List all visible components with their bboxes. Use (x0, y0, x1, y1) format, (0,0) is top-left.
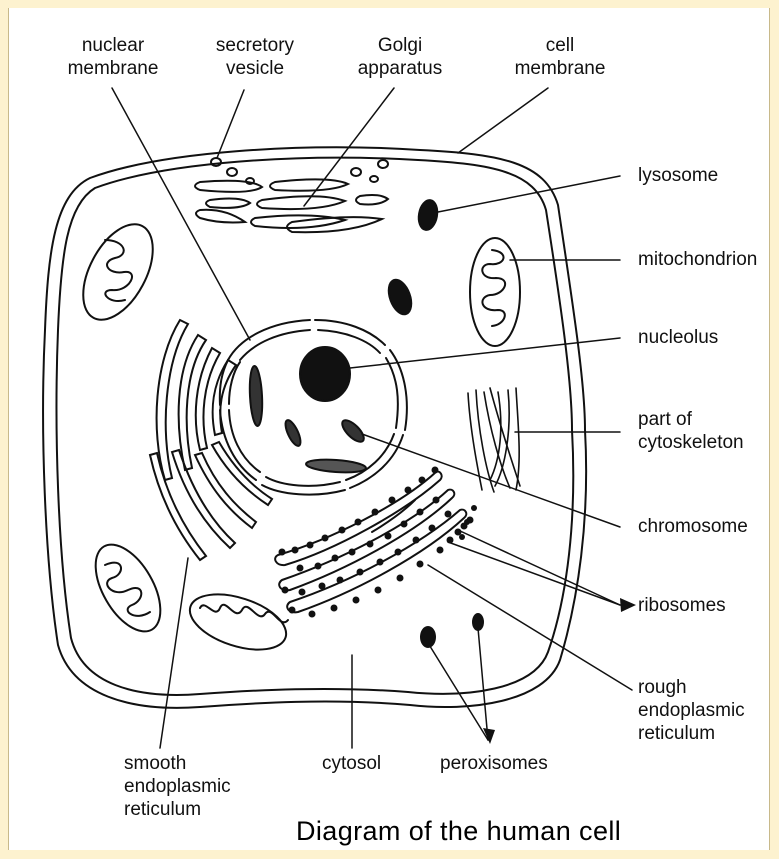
label-cell-membrane: cell membrane (505, 34, 615, 80)
label-lysosome: lysosome (638, 164, 718, 187)
smooth-endoplasmic-reticulum (150, 320, 272, 560)
nucleolus (300, 347, 350, 401)
label-mitochondrion: mitochondrion (638, 248, 757, 271)
lysosome (417, 199, 440, 232)
label-nucleolus: nucleolus (638, 326, 718, 349)
label-nuclear-membrane: nuclear membrane (58, 34, 168, 80)
label-ribosomes: ribosomes (638, 594, 726, 617)
mitochondrion-right (470, 238, 520, 346)
label-peroxisomes: peroxisomes (440, 752, 548, 775)
label-cytoskeleton: part of cytoskeleton (638, 408, 744, 454)
mitochondrion-bottom-left (82, 534, 173, 642)
label-rough-er: rough endoplasmic reticulum (638, 676, 745, 745)
label-golgi-apparatus: Golgi apparatus (350, 34, 450, 80)
label-secretory-vesicle: secretory vesicle (200, 34, 310, 80)
arrow-heads (483, 598, 636, 744)
label-cytosol: cytosol (322, 752, 381, 775)
label-chromosome: chromosome (638, 515, 748, 538)
label-smooth-er: smooth endoplasmic reticulum (124, 752, 231, 821)
leader-lines (112, 88, 632, 748)
cytoskeleton (468, 388, 520, 492)
mitochondrion-top-left (69, 213, 167, 331)
mitochondrion-bottom (183, 584, 293, 661)
golgi-apparatus (195, 179, 388, 232)
diagram-title: Diagram of the human cell (296, 816, 621, 847)
dark-body (384, 277, 415, 318)
